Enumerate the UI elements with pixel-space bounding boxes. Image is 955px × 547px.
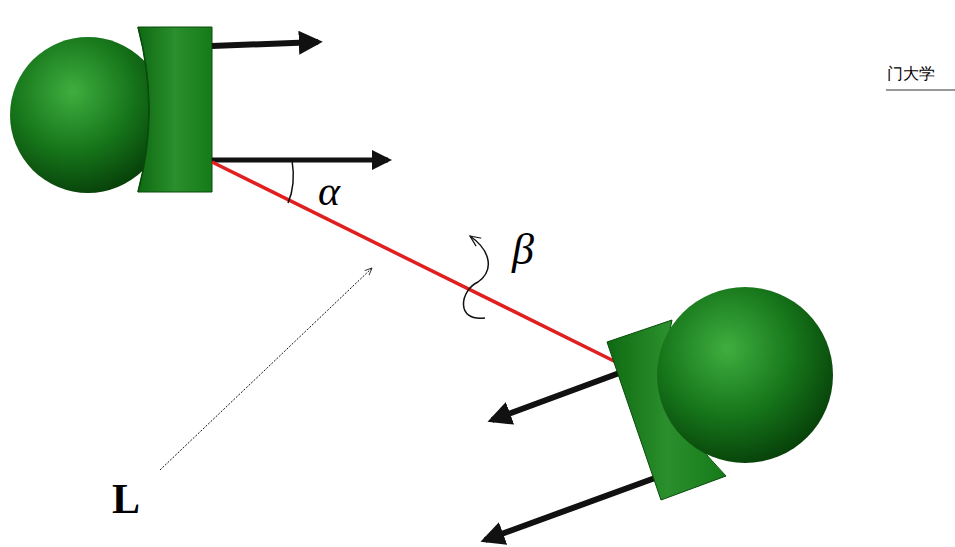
angle-label: α bbox=[318, 170, 340, 212]
rotation-arrow bbox=[463, 236, 488, 318]
robot-right bbox=[485, 287, 833, 540]
length-label: L bbox=[112, 478, 140, 520]
link-line bbox=[212, 162, 622, 365]
angle-arc bbox=[288, 160, 293, 203]
angle-label: β bbox=[512, 228, 534, 272]
robot-left bbox=[10, 27, 388, 193]
watermark-underline bbox=[886, 90, 955, 91]
watermark: 门大学 bbox=[887, 66, 935, 82]
leader-line bbox=[160, 268, 372, 470]
